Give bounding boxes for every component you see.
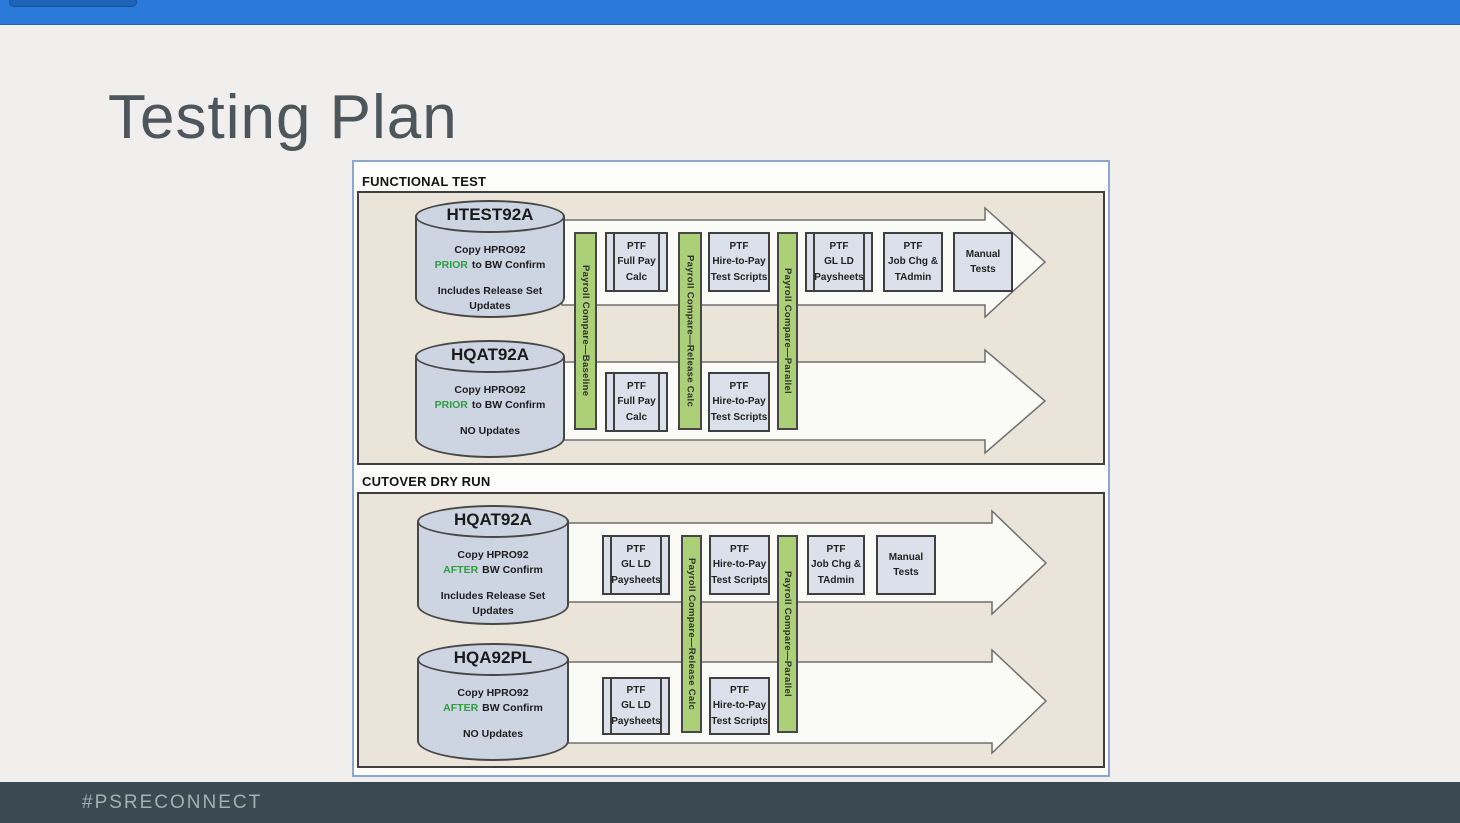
- cylinder-top: [417, 643, 569, 676]
- testing-plan-diagram: FUNCTIONAL TEST PTF Full Pay Calc PTF Hi…: [352, 160, 1110, 777]
- cylinder-body: [417, 521, 569, 625]
- cylinder-top: [415, 340, 565, 373]
- compare-bar-baseline: Payroll Compare—Baseline: [574, 232, 597, 430]
- compare-bar-parallel: Payroll Compare—Parallel: [777, 535, 798, 733]
- cylinder-line1: Copy HPRO92: [454, 384, 526, 396]
- cylinder-qualifier: PRIOR: [434, 399, 468, 411]
- process-box-ptf-full-pay-calc: PTF Full Pay Calc: [605, 372, 668, 432]
- compare-bar-release-calc: Payroll Compare—Release Calc: [681, 535, 702, 733]
- cylinder-line3: Includes Release Set Updates: [437, 285, 543, 312]
- cylinder-line2-rest: to BW Confirm: [471, 259, 546, 271]
- process-box-ptf-hire-to-pay: PTF Hire-to-Pay Test Scripts: [709, 535, 770, 595]
- cylinder-line3: NO Updates: [462, 728, 524, 740]
- cylinder-top: [417, 505, 569, 538]
- process-box-ptf-hire-to-pay: PTF Hire-to-Pay Test Scripts: [709, 677, 770, 735]
- cylinder-line1: Copy HPRO92: [457, 687, 529, 699]
- cylinder-name: HQAT92A: [450, 345, 530, 364]
- process-box-ptf-hire-to-pay: PTF Hire-to-Pay Test Scripts: [708, 232, 770, 292]
- cylinder-line2-rest: BW Confirm: [482, 702, 543, 714]
- compare-bar-label: Payroll Compare—Parallel: [782, 267, 793, 394]
- footer-hashtag: #PSRECONNECT: [82, 792, 263, 813]
- process-box-manual-tests: Manual Tests: [953, 232, 1013, 292]
- process-box-ptf-job-chg-tadmin: PTF Job Chg & TAdmin: [807, 535, 865, 595]
- cylinder-body: [415, 216, 565, 318]
- browser-tab-stub[interactable]: [9, 0, 137, 7]
- process-box-ptf-full-pay-calc: PTF Full Pay Calc: [605, 232, 668, 292]
- section-label-functional-test: FUNCTIONAL TEST: [362, 174, 487, 189]
- cylinder-line3: Includes Release Set Updates: [440, 590, 546, 617]
- cylinder-body: [415, 356, 565, 458]
- compare-bar-label: Payroll Compare—Release Calc: [686, 557, 697, 711]
- process-box-ptf-gl-ld-paysheets: PTF GL LD Paysheets: [805, 232, 873, 292]
- cylinder-name: HQA92PL: [453, 648, 533, 667]
- footer-bar: #PSRECONNECT: [0, 782, 1460, 823]
- cylinder-name: HTEST92A: [446, 205, 534, 224]
- cylinder-line2-rest: BW Confirm: [482, 564, 543, 576]
- compare-bar-parallel: Payroll Compare—Parallel: [777, 232, 798, 430]
- process-box-ptf-hire-to-pay: PTF Hire-to-Pay Test Scripts: [708, 372, 770, 432]
- cylinder-body: [417, 659, 569, 761]
- process-box-ptf-gl-ld-paysheets: PTF GL LD Paysheets: [602, 677, 670, 735]
- app-top-bar: [0, 0, 1460, 25]
- page-title: Testing Plan: [108, 83, 458, 152]
- cylinder-name: HQAT92A: [453, 510, 533, 529]
- cylinder-qualifier: AFTER: [443, 564, 479, 576]
- cylinder-line3: NO Updates: [459, 425, 521, 437]
- cylinder-line2-rest: to BW Confirm: [471, 399, 546, 411]
- cylinder-line1: Copy HPRO92: [457, 549, 529, 561]
- compare-bar-release-calc: Payroll Compare—Release Calc: [678, 232, 702, 430]
- process-box-ptf-gl-ld-paysheets: PTF GL LD Paysheets: [602, 535, 670, 595]
- compare-bar-label: Payroll Compare—Parallel: [782, 570, 793, 697]
- cylinder-line1: Copy HPRO92: [454, 244, 526, 256]
- section-label-cutover-dry-run: CUTOVER DRY RUN: [362, 474, 491, 489]
- cylinder-qualifier: PRIOR: [434, 259, 468, 271]
- section-functional-test: PTF Full Pay Calc PTF Hire-to-Pay Test S…: [357, 191, 1105, 465]
- section-cutover-dry-run: PTF GL LD Paysheets PTF Hire-to-Pay Test…: [357, 492, 1105, 768]
- compare-bar-label: Payroll Compare—Baseline: [580, 265, 591, 397]
- compare-bar-label: Payroll Compare—Release Calc: [684, 254, 696, 408]
- process-box-manual-tests: Manual Tests: [876, 535, 936, 595]
- process-box-ptf-job-chg-tadmin: PTF Job Chg & TAdmin: [883, 232, 943, 292]
- cylinder-top: [415, 200, 565, 233]
- cylinder-qualifier: AFTER: [443, 702, 479, 714]
